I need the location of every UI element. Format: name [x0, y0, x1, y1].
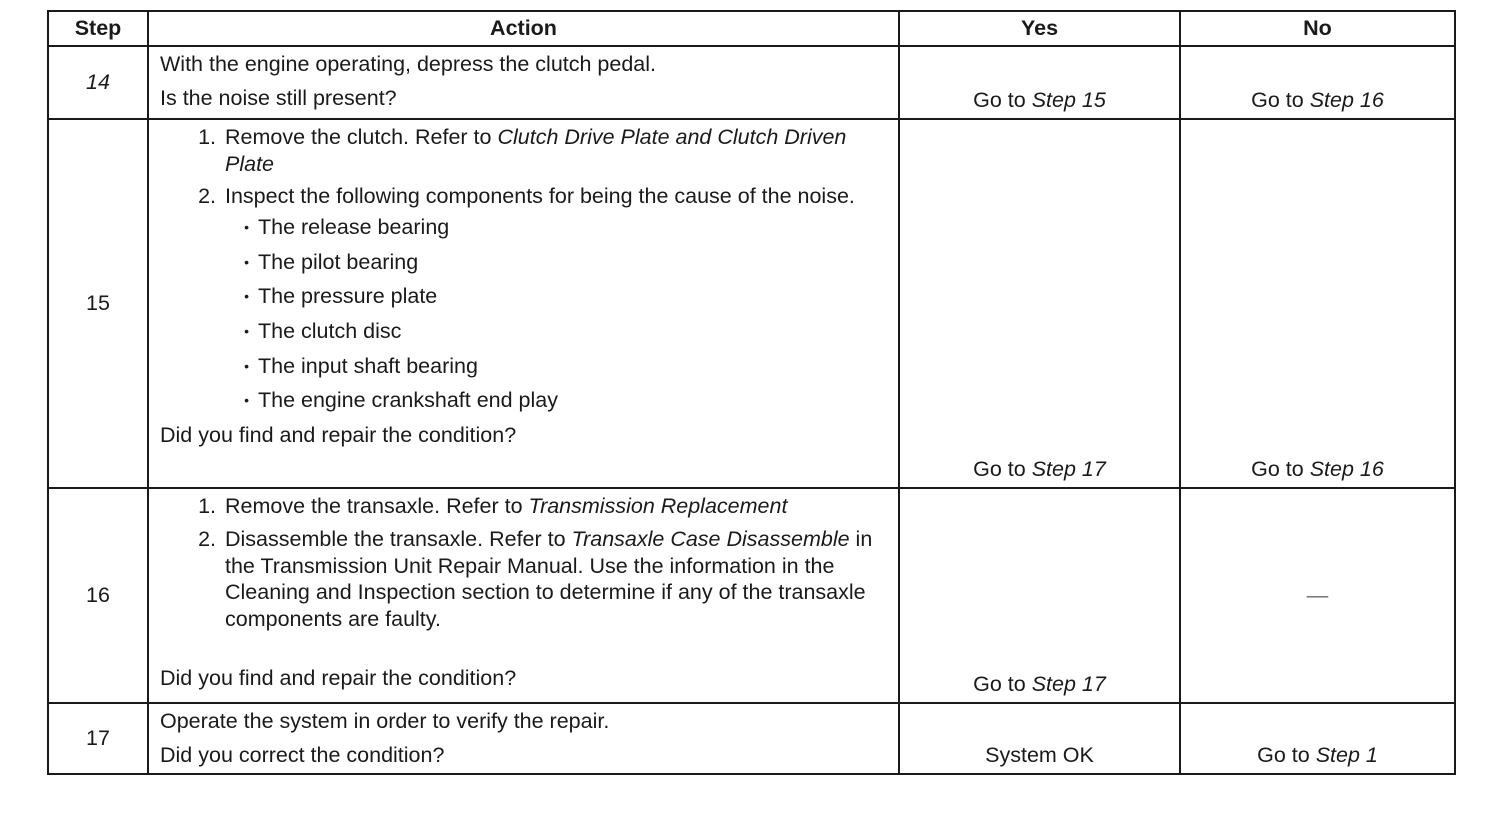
action-cell: Operate the system in order to verify th…: [147, 702, 900, 775]
dash-mark: —: [1306, 583, 1329, 607]
step-number: 14: [47, 45, 149, 120]
no-cell: Go to Step 16: [1179, 45, 1456, 120]
yes-cell: System OK: [898, 702, 1181, 775]
step-number: 16: [47, 487, 149, 704]
action-text: With the engine operating, depress the c…: [160, 52, 657, 76]
list-item: •The release bearing: [160, 210, 890, 245]
numbered-list: 1. Remove the clutch. Refer to Clutch Dr…: [160, 124, 890, 210]
reference-link[interactable]: Clutch Drive Plate and Clutch Driven Pla…: [225, 125, 847, 176]
list-item: •The clutch disc: [160, 314, 890, 349]
header-no: No: [1179, 10, 1456, 47]
list-item: 2. Disassemble the transaxle. Refer to T…: [198, 527, 873, 631]
action-cell: With the engine operating, depress the c…: [147, 45, 900, 120]
bullet-icon: •: [244, 218, 249, 235]
yes-cell: Go to Step 17: [898, 487, 1181, 704]
step-link[interactable]: Step 17: [1031, 672, 1106, 696]
question-text: Did you find and repair the condition?: [160, 666, 517, 690]
step-link[interactable]: Step 16: [1309, 88, 1384, 112]
question-text: Is the noise still present?: [160, 86, 397, 110]
action-cell: 1. Remove the clutch. Refer to Clutch Dr…: [147, 118, 900, 489]
list-item: 1. Remove the clutch. Refer to Clutch Dr…: [198, 125, 847, 176]
table-row: 16 1. Remove the transaxle. Refer to Tra…: [47, 487, 1456, 704]
bullet-icon: •: [244, 253, 249, 270]
yes-cell: Go to Step 17: [898, 118, 1181, 489]
bullet-icon: •: [244, 357, 249, 374]
reference-link[interactable]: Transmission Replacement: [528, 494, 788, 518]
list-item: •The pressure plate: [160, 279, 890, 314]
no-cell: —: [1179, 487, 1456, 704]
bullet-icon: •: [244, 322, 249, 339]
list-item: •The input shaft bearing: [160, 349, 890, 384]
table-row: 14 With the engine operating, depress th…: [47, 45, 1456, 120]
bullet-icon: •: [244, 392, 249, 409]
step-number: 17: [47, 702, 149, 775]
step-link[interactable]: Step 1: [1315, 743, 1378, 767]
step-link[interactable]: Step 17: [1031, 457, 1106, 481]
numbered-list: 1. Remove the transaxle. Refer to Transm…: [160, 493, 890, 632]
step-number: 15: [47, 118, 149, 489]
reference-link[interactable]: Transaxle Case Disassemble: [571, 527, 850, 551]
question-text: Did you correct the condition?: [160, 743, 445, 767]
header-step: Step: [47, 10, 149, 47]
list-item: •The engine crankshaft end play: [160, 383, 890, 418]
no-cell: Go to Step 16: [1179, 118, 1456, 489]
question-text: Did you find and repair the condition?: [160, 423, 517, 448]
table-row: 15 1. Remove the clutch. Refer to Clutch…: [47, 118, 1456, 489]
header-action: Action: [147, 10, 900, 47]
table-row: 17 Operate the system in order to verify…: [47, 702, 1456, 775]
list-item: 1. Remove the transaxle. Refer to Transm…: [198, 494, 788, 518]
bullet-icon: •: [244, 288, 249, 305]
no-cell: Go to Step 1: [1179, 702, 1456, 775]
header-yes: Yes: [898, 10, 1181, 47]
list-item: •The pilot bearing: [160, 245, 890, 280]
step-link[interactable]: Step 16: [1309, 457, 1384, 481]
diagnostic-table: Step Action Yes No 14 With the engine op…: [47, 10, 1456, 775]
action-cell: 1. Remove the transaxle. Refer to Transm…: [147, 487, 900, 704]
bullet-list: •The release bearing •The pilot bearing …: [160, 210, 890, 418]
header-row: Step Action Yes No: [47, 10, 1456, 47]
step-link[interactable]: Step 15: [1031, 88, 1106, 112]
yes-cell: Go to Step 15: [898, 45, 1181, 120]
action-text: Operate the system in order to verify th…: [160, 709, 610, 733]
list-item: 2. Inspect the following components for …: [198, 184, 855, 208]
